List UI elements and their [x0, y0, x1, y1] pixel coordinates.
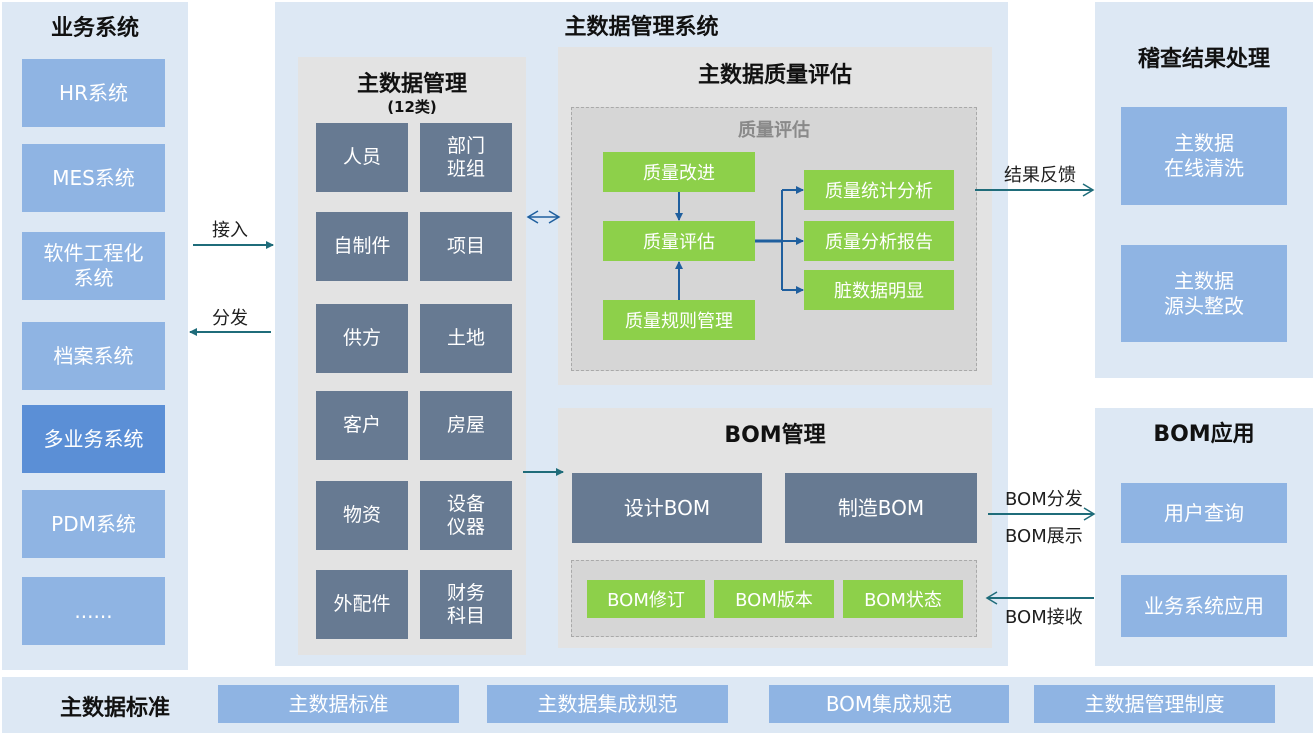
category-supplier: 供方	[316, 304, 408, 373]
category-self-made-parts: 自制件	[316, 212, 408, 281]
quality-rule-management-box: 质量规则管理	[603, 300, 755, 340]
archive-system-box: 档案系统	[22, 322, 165, 390]
quality-evaluation-title: 质量评估	[738, 120, 810, 141]
bom-application-title: BOM应用	[1153, 422, 1255, 447]
mes-system-box: MES系统	[22, 144, 165, 212]
quality-assessment-box: 质量评估	[603, 221, 755, 261]
more-systems-box: ......	[22, 577, 165, 645]
category-materials: 物资	[316, 481, 408, 550]
bom-management-title: BOM管理	[724, 423, 826, 448]
bom-receive-label: BOM接收	[1005, 607, 1083, 628]
bom-distribute-label: BOM分发	[1005, 489, 1083, 510]
dirty-data-box: 脏数据明显	[804, 270, 954, 310]
distribute-label: 分发	[212, 308, 248, 329]
bom-version-box: BOM版本	[714, 580, 834, 618]
user-query-box: 用户查询	[1121, 483, 1287, 543]
category-land: 土地	[420, 304, 512, 373]
master-data-category-count: (12类)	[387, 98, 437, 116]
quality-statistics-analysis-box: 质量统计分析	[804, 170, 954, 210]
category-equipment-instruments: 设备 仪器	[420, 481, 512, 550]
pdm-system-box: PDM系统	[22, 490, 165, 558]
standard-master-data: 主数据标准	[218, 685, 459, 723]
standard-management-policy: 主数据管理制度	[1034, 685, 1275, 723]
category-department-team: 部门 班组	[420, 123, 512, 192]
audit-results-title: 稽查结果处理	[1137, 47, 1270, 72]
mdm-system-title: 主数据管理系统	[564, 15, 719, 40]
quality-assessment-title: 主数据质量评估	[697, 63, 852, 88]
category-external-parts: 外配件	[316, 570, 408, 639]
category-personnel: 人员	[316, 123, 408, 192]
business-systems-title: 业务系统	[50, 16, 139, 41]
category-building: 房屋	[420, 391, 512, 460]
category-customer: 客户	[316, 391, 408, 460]
standard-bom-integration-spec: BOM集成规范	[769, 685, 1009, 723]
standard-integration-spec: 主数据集成规范	[487, 685, 728, 723]
design-bom-box: 设计BOM	[572, 473, 762, 543]
manufacturing-bom-box: 制造BOM	[785, 473, 977, 543]
hr-system-box: HR系统	[22, 59, 165, 127]
category-finance-accounts: 财务 科目	[420, 570, 512, 639]
online-cleansing-box: 主数据 在线清洗	[1121, 107, 1287, 205]
multi-business-system-box: 多业务系统	[22, 405, 165, 473]
master-data-management-title: 主数据管理	[356, 72, 467, 97]
bom-status-box: BOM状态	[843, 580, 963, 618]
bom-revision-box: BOM修订	[587, 580, 705, 618]
business-system-application-box: 业务系统应用	[1121, 575, 1287, 637]
access-label: 接入	[212, 220, 248, 241]
standards-title: 主数据标准	[59, 696, 170, 721]
software-engineering-system-box: 软件工程化 系统	[22, 232, 165, 300]
category-project: 项目	[420, 212, 512, 281]
source-rectification-box: 主数据 源头整改	[1121, 245, 1287, 342]
quality-analysis-report-box: 质量分析报告	[804, 221, 954, 261]
quality-improvement-box: 质量改进	[603, 152, 755, 192]
bom-display-label: BOM展示	[1005, 526, 1083, 547]
feedback-label: 结果反馈	[1004, 165, 1076, 186]
